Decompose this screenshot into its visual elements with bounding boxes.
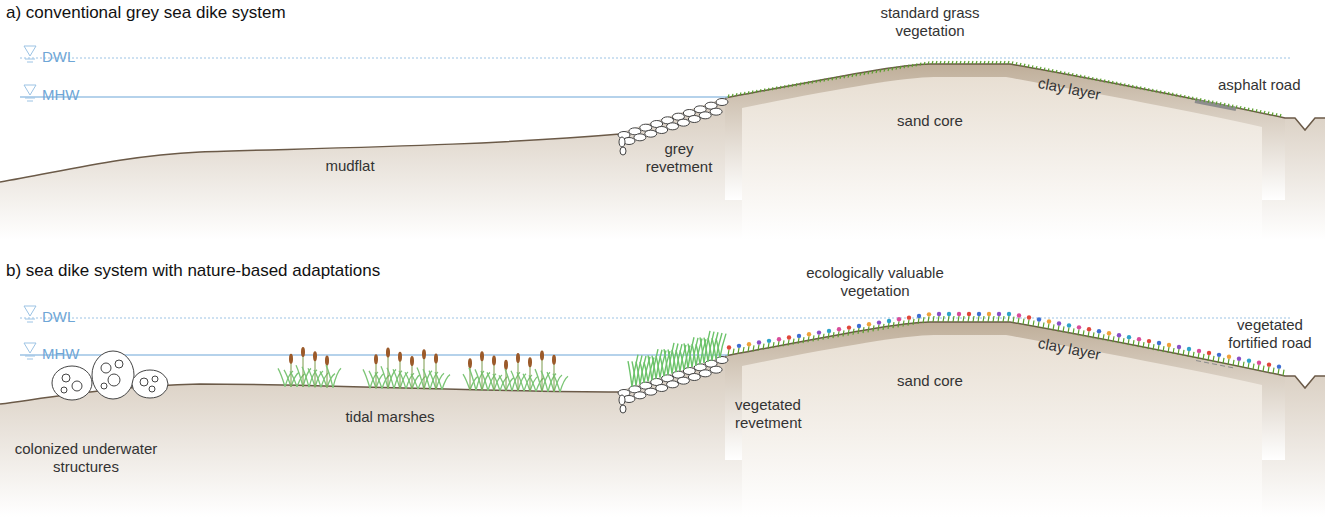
asphalt-road — [1195, 101, 1236, 109]
part-label: colonized underwater structures — [0, 440, 172, 476]
water-level-label: MHW — [42, 86, 80, 104]
water-level-label: DWL — [42, 48, 75, 66]
vegetation-and-stones — [278, 61, 1284, 413]
tidal-marsh-reeds — [278, 347, 568, 392]
part-label: asphalt road — [1218, 76, 1301, 94]
part-label: mudflat — [300, 157, 400, 175]
ecological-vegetation — [727, 312, 1284, 376]
panel-heading: a) conventional grey sea dike system — [6, 4, 286, 22]
vegetated-road-blocks — [1196, 361, 1233, 368]
water-level-label: DWL — [42, 308, 75, 326]
water-levels — [20, 46, 1290, 359]
panel-b-ground — [0, 322, 1325, 517]
standard-grass — [728, 61, 1281, 117]
part-label: sand core — [880, 112, 980, 130]
part-label: grey revetment — [633, 140, 725, 176]
part-label: vegetated fortified road — [1222, 316, 1318, 352]
part-label: tidal marshes — [320, 408, 460, 426]
revetment-vegetation — [628, 331, 726, 387]
panel-a-ground — [0, 64, 1325, 240]
water-level-label: MHW — [42, 345, 80, 363]
part-label: standard grass vegetation — [868, 4, 992, 40]
part-label: vegetated revetment — [735, 396, 835, 432]
part-label: ecologically valuable vegetation — [800, 264, 950, 300]
part-label: sand core — [880, 372, 980, 390]
panel-heading: b) sea dike system with nature-based ada… — [6, 262, 380, 280]
